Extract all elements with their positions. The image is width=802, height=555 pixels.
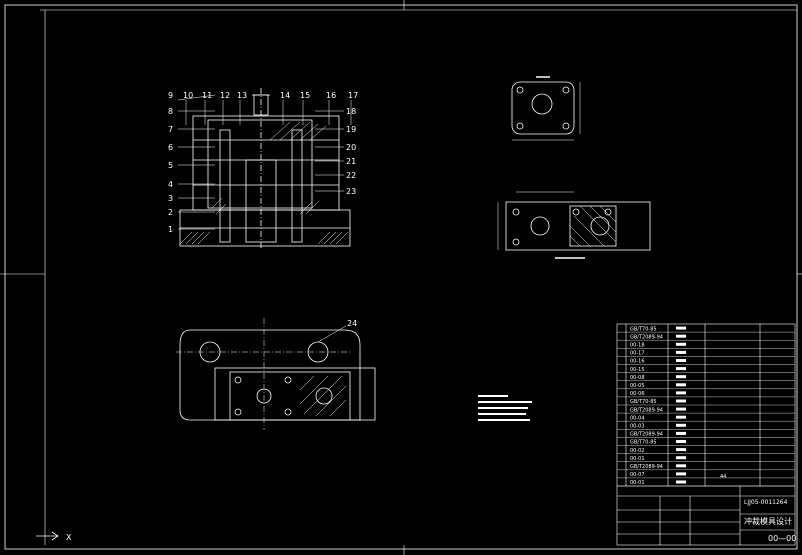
plate-top-view	[511, 76, 581, 141]
bom-name-mark	[676, 326, 686, 330]
bom-code: 00-05	[630, 383, 645, 389]
part-number-2: 2	[168, 208, 173, 217]
bom-name-mark	[676, 472, 686, 476]
part-number-8: 8	[168, 107, 173, 116]
bom-name-mark	[676, 359, 686, 362]
project-code: LJJ05-0011264	[744, 499, 788, 506]
part-number-leaders	[177, 94, 352, 230]
bom-code: 00-06	[630, 391, 645, 397]
bom-name-mark	[676, 456, 686, 460]
bill-of-materials: GB/T70-85GB/T2089-9400-1800-1700-1600-15…	[617, 326, 795, 486]
bom-code: GB/T70-85	[630, 326, 657, 332]
part-number-23: 23	[346, 187, 356, 196]
hatch-regions	[179, 121, 349, 245]
part-number-15: 15	[300, 91, 310, 100]
part-number-20: 20	[346, 143, 356, 152]
bom-code: 00-15	[630, 367, 645, 373]
part-number-12: 12	[220, 91, 230, 100]
bom-code: 00-08	[630, 375, 645, 381]
part-number-3: 3	[168, 194, 173, 203]
part-number-11: 11	[202, 91, 212, 100]
bom-name-mark	[676, 334, 686, 338]
bom-name-mark	[676, 464, 686, 468]
bom-name-mark	[676, 423, 686, 427]
ucs-icon	[36, 531, 59, 541]
bom-code: GB/T70-85	[630, 440, 657, 446]
bom-code: GB/T70-85	[630, 399, 657, 405]
bom-name-mark	[676, 431, 686, 435]
bom-name-mark	[676, 448, 686, 452]
bom-name-mark	[676, 480, 686, 484]
bom-code: GB/T2089-94	[630, 407, 663, 413]
bom-name-mark	[676, 440, 686, 443]
drawing-title: 冲裁模具设计	[744, 516, 792, 526]
part-number-10: 10	[183, 91, 193, 100]
bom-name-mark	[676, 415, 686, 419]
bom-code: 00-07	[630, 472, 645, 478]
bom-code: 00-03	[630, 424, 645, 430]
bom-code: 00-04	[630, 415, 645, 421]
bom-name-mark	[676, 350, 686, 354]
section-view-assembly	[179, 88, 351, 250]
bom-name-mark	[676, 367, 686, 371]
part-number-9: 9	[168, 91, 173, 100]
leader-line-9	[177, 94, 216, 101]
bom-name-mark	[676, 342, 686, 346]
part-number-1: 1	[168, 225, 173, 234]
part-number-6: 6	[168, 143, 173, 152]
part-number-16: 16	[326, 91, 336, 100]
part-number-21: 21	[346, 157, 356, 166]
bom-code: 00-01	[630, 480, 645, 486]
bom-code: 00-16	[630, 359, 645, 365]
bom-code: 00-17	[630, 351, 645, 357]
bom-code: GB/T2089-94	[630, 334, 663, 340]
notes-block	[478, 395, 532, 421]
part-number-7: 7	[168, 125, 173, 134]
bom-code: GB/T2089-94	[630, 432, 663, 438]
bom-code: 00-01	[630, 456, 645, 462]
part-number-17: 17	[348, 91, 358, 100]
axis-label-x: X	[66, 533, 72, 542]
bom-name-mark	[676, 399, 686, 403]
bom-name-mark	[676, 391, 686, 395]
bom-name-mark	[676, 383, 686, 387]
plate-side-view	[497, 191, 651, 259]
drawing-number: 00—00	[768, 534, 796, 543]
bom-name-mark	[676, 407, 686, 411]
part-number-5: 5	[168, 161, 173, 170]
part-number-18: 18	[346, 107, 356, 116]
part-number-13: 13	[237, 91, 247, 100]
part-number-4: 4	[168, 180, 173, 189]
bom-name-mark	[676, 375, 686, 379]
part-number-19: 19	[346, 125, 356, 134]
detail-label: 24	[347, 319, 357, 328]
die-plan-view	[176, 318, 376, 430]
bom-misc-value: 44	[720, 474, 726, 480]
bom-code: 00-02	[630, 448, 645, 454]
part-number-14: 14	[280, 91, 290, 100]
bom-code: GB/T2089-94	[630, 464, 663, 470]
part-number-22: 22	[346, 171, 356, 180]
bom-code: 00-18	[630, 343, 645, 349]
